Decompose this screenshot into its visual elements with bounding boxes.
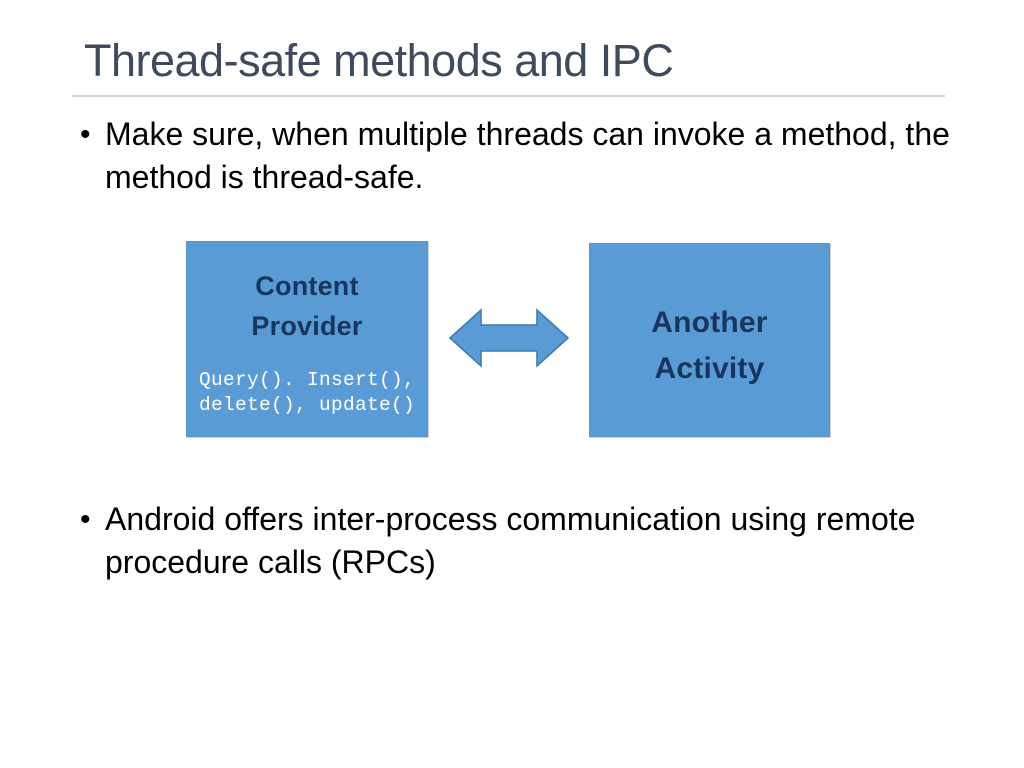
content-provider-methods-line-1: Query(). Insert(),	[199, 369, 416, 391]
bullet-item-1: • Make sure, when multiple threads can i…	[80, 113, 960, 199]
content-provider-box[interactable]: Content Provider Query(). Insert(), dele…	[186, 241, 428, 437]
content-provider-title-line-1: Content	[255, 271, 359, 301]
bullet-text-1: Make sure, when multiple threads can inv…	[105, 116, 950, 195]
bullet-marker-icon: •	[80, 118, 91, 151]
bullet-marker-icon: •	[80, 503, 91, 536]
content-provider-title: Content Provider	[187, 266, 427, 346]
another-activity-title: Another Activity	[590, 300, 829, 392]
page-title: Thread-safe methods and IPC	[84, 35, 674, 86]
another-activity-box[interactable]: Another Activity	[589, 243, 830, 437]
content-provider-methods-line-2: delete(), update()	[199, 394, 416, 416]
title-divider	[72, 95, 945, 97]
bullet-item-2: • Android offers inter-process communica…	[80, 498, 960, 584]
bidirectional-arrow-icon[interactable]	[447, 306, 571, 370]
another-activity-title-line-1: Another	[651, 306, 768, 339]
bullet-text-2: Android offers inter-process communicati…	[105, 501, 916, 580]
another-activity-title-line-2: Activity	[654, 352, 765, 385]
content-provider-title-line-2: Provider	[251, 311, 363, 341]
content-provider-methods: Query(). Insert(), delete(), update()	[199, 368, 421, 418]
